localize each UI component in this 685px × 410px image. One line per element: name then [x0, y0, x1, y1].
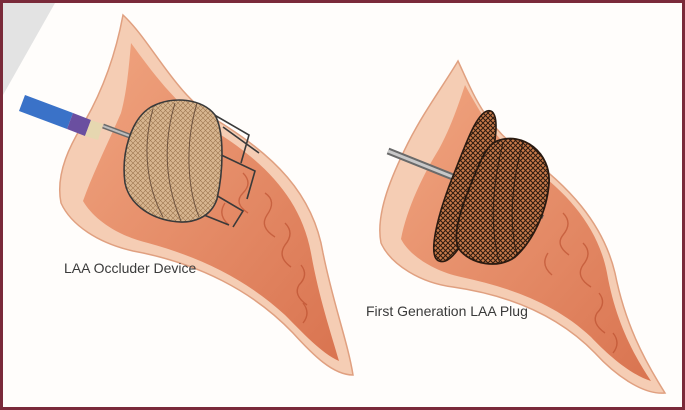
laa-devices-illustration [3, 3, 685, 410]
caption-laa-plug: First Generation LAA Plug [366, 303, 528, 319]
laa-occluder-device-icon [124, 100, 259, 227]
corner-decoration [3, 3, 55, 95]
caption-laa-occluder: LAA Occluder Device [64, 260, 196, 276]
